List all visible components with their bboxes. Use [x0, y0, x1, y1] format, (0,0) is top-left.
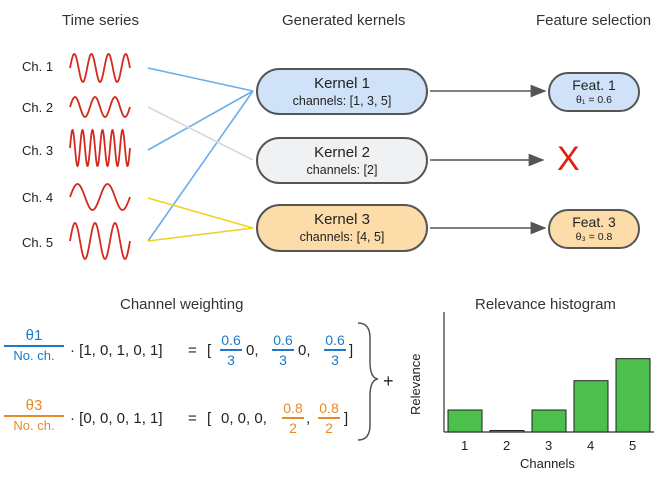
histogram-xlabel: Channels [520, 456, 575, 471]
histogram-xtick-3: 3 [545, 438, 553, 453]
kernel-2-channels: channels: [2] [306, 162, 378, 177]
eq2-vector: · [0, 0, 0, 1, 1] [70, 410, 163, 427]
histogram-xtick-1: 1 [461, 438, 469, 453]
channel-label-5: Ch. 5 [22, 235, 54, 250]
kernel-1-box: Kernel 1 channels: [1, 3, 5] [256, 68, 428, 115]
histogram-bar-5 [615, 358, 651, 433]
eq2-term-1-den: 2 [289, 419, 297, 436]
eq1-theta-fraction: θ1 No. ch. [4, 328, 64, 364]
eq1-term-5-num: 0.6 [325, 332, 345, 348]
eq1-denominator: No. ch. [13, 347, 55, 363]
eq2-denominator: No. ch. [13, 417, 55, 433]
histogram-ylabel: Relevance [408, 353, 423, 415]
eq1-term-5-bar [324, 349, 346, 351]
link-ch5-kernel3 [147, 227, 254, 242]
eq1-term-5-den: 3 [331, 351, 339, 368]
curly-brace [357, 322, 379, 441]
link-ch3-kernel1 [147, 90, 254, 151]
channel-label-1: Ch. 1 [22, 59, 54, 74]
wave-channel-5 [69, 222, 131, 260]
histogram-xtick-2: 2 [503, 438, 511, 453]
histogram-bar-4 [573, 380, 609, 433]
eq1-term-1: 0.6 3 [220, 332, 242, 368]
link-ch1-kernel1 [147, 67, 254, 92]
histogram-xtick-5: 5 [629, 438, 637, 453]
kernel-1-channels: channels: [1, 3, 5] [292, 93, 392, 108]
link-ch4-kernel3 [147, 197, 254, 229]
wave-channel-3 [69, 128, 131, 168]
feature-3-theta: θ₃ = 0.8 [575, 231, 613, 243]
header-relevance-histogram: Relevance histogram [475, 296, 616, 313]
wave-channel-4 [69, 183, 131, 211]
eq2-close-bracket: ] [344, 410, 349, 427]
header-feature-selection: Feature selection [536, 12, 652, 29]
eq2-theta-fraction: θ3 No. ch. [4, 398, 64, 434]
eq2-term-2-den: 2 [325, 419, 333, 436]
wave-channel-1 [69, 53, 131, 83]
eq2-fraction-bar [4, 415, 64, 417]
eq2-term-1-bar [282, 417, 304, 419]
kernel-3-box: Kernel 3 channels: [4, 5] [256, 204, 428, 252]
eq2-term-2-num: 0.8 [319, 400, 339, 416]
histogram-bar-2 [489, 430, 525, 433]
link-ch5-kernel1 [147, 90, 254, 242]
histogram-xtick-4: 4 [587, 438, 595, 453]
kernel-3-channels: channels: [4, 5] [299, 230, 385, 244]
header-time-series: Time series [62, 12, 139, 29]
kernel-3-title: Kernel 3 [314, 211, 370, 228]
kernel-1-title: Kernel 1 [314, 74, 370, 92]
eq1-open-bracket: [ [207, 342, 212, 359]
eq2-open-bracket: [ [207, 410, 212, 427]
plus-sign: + [383, 371, 394, 391]
eq1-term-5: 0.6 3 [324, 332, 346, 368]
channel-label-2: Ch. 2 [22, 100, 54, 115]
wave-channel-2 [69, 96, 131, 118]
eq1-term-4: 0, [298, 342, 311, 359]
eq1-term-1-bar [220, 349, 242, 351]
eq1-term-3: 0.6 3 [272, 332, 294, 368]
eq1-close-bracket: ] [349, 342, 354, 359]
eq1-term-3-bar [272, 349, 294, 351]
eq2-equals: = [188, 410, 197, 427]
header-channel-weighting: Channel weighting [120, 296, 244, 313]
eq2-term-1-num: 0.8 [283, 400, 303, 416]
feature-1-theta: θ₁ = 0.6 [576, 94, 612, 106]
histogram-bar-1 [447, 409, 483, 433]
header-generated-kernels: Generated kernels [282, 12, 406, 29]
channel-label-3: Ch. 3 [22, 143, 54, 158]
feature-3-title: Feat. 3 [572, 214, 616, 230]
histogram-bar-3 [531, 409, 567, 433]
eq1-term-1-den: 3 [227, 351, 235, 368]
feature-1-title: Feat. 1 [572, 77, 616, 93]
eq1-theta: θ1 [25, 327, 43, 344]
eq2-comma: , [306, 410, 311, 427]
eq1-fraction-bar [4, 345, 64, 347]
eq1-term-3-num: 0.6 [273, 332, 293, 348]
kernel-2-title: Kernel 2 [314, 143, 370, 161]
eq2-term-1: 0.8 2 [282, 400, 304, 436]
eq1-equals: = [188, 342, 197, 359]
eq1-term-1-num: 0.6 [221, 332, 241, 348]
kernel-2-box: Kernel 2 channels: [2] [256, 137, 428, 184]
eq2-theta: θ3 [25, 397, 43, 414]
eq1-term-2: 0, [246, 342, 259, 359]
eq2-term-2-bar [318, 417, 340, 419]
eq1-term-3-den: 3 [279, 351, 287, 368]
link-ch2-kernel2 [147, 106, 254, 161]
channel-label-4: Ch. 4 [22, 190, 54, 205]
eq2-term-2: 0.8 2 [318, 400, 340, 436]
eq1-vector: · [1, 0, 1, 0, 1] [70, 342, 163, 359]
eq2-zeros: 0, 0, 0, [221, 410, 267, 427]
rejected-cross-icon: X [557, 140, 580, 178]
feature-1-box: Feat. 1 θ₁ = 0.6 [548, 72, 640, 112]
feature-3-box: Feat. 3 θ₃ = 0.8 [548, 209, 640, 249]
